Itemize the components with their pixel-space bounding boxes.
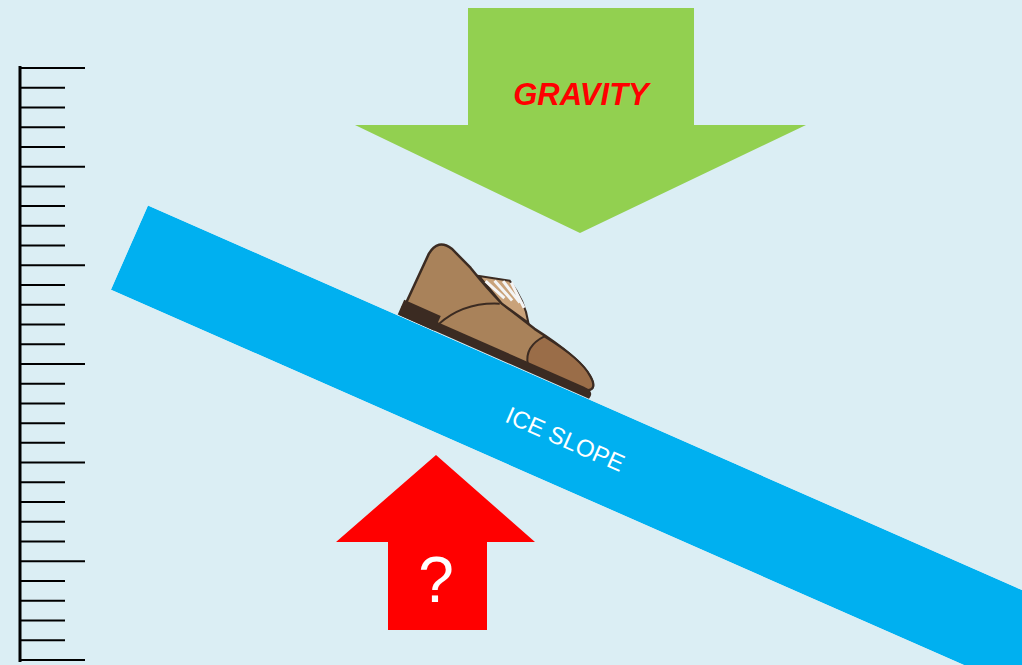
ruler-tick [20,442,65,444]
ruler-tick [20,205,65,207]
ruler-tick [20,560,85,562]
force-arrow-fill [336,455,535,630]
force-arrow: ? [336,455,535,630]
node-label: ? [418,544,454,618]
shoe-laces [482,273,531,308]
ruler-tick [20,659,85,661]
ruler-tick [20,343,65,345]
ruler-tick [20,600,65,602]
ruler-tick [20,481,65,483]
ruler-tick [20,383,65,385]
ruler-tick [20,264,85,266]
gravity-arrow-fill [355,8,806,233]
ruler-tick [20,146,65,148]
ruler-tick [20,422,65,424]
gravity-arrow-outline [355,8,806,233]
ruler-tick [20,521,65,523]
ruler-tick [20,619,65,621]
ice-slope-band: ICE SLOPE [111,205,1022,665]
ruler-tick [20,166,85,168]
ruler-tick [20,185,65,187]
ruler-tick [20,462,85,464]
ruler-tick [20,501,65,503]
ruler-tick [20,541,65,543]
ruler [20,66,85,662]
ruler-tick [20,284,65,286]
ruler-tick [20,126,65,128]
ruler-tick [20,323,65,325]
ruler-tick [20,402,65,404]
ruler-tick [20,580,65,582]
ruler-tick [20,245,65,247]
ruler-tick [20,87,65,89]
ruler-tick [20,639,65,641]
ice-slope-band-fill [111,205,1022,665]
ruler-tick [20,225,65,227]
gravity-arrow: GRAVITY [355,8,806,233]
shoe-tongue [470,269,541,323]
node-label: GRAVITY [513,77,649,113]
ruler-tick [20,304,65,306]
ruler-tick [20,363,85,365]
ruler-tick [20,106,65,108]
ruler-tick [20,67,85,69]
